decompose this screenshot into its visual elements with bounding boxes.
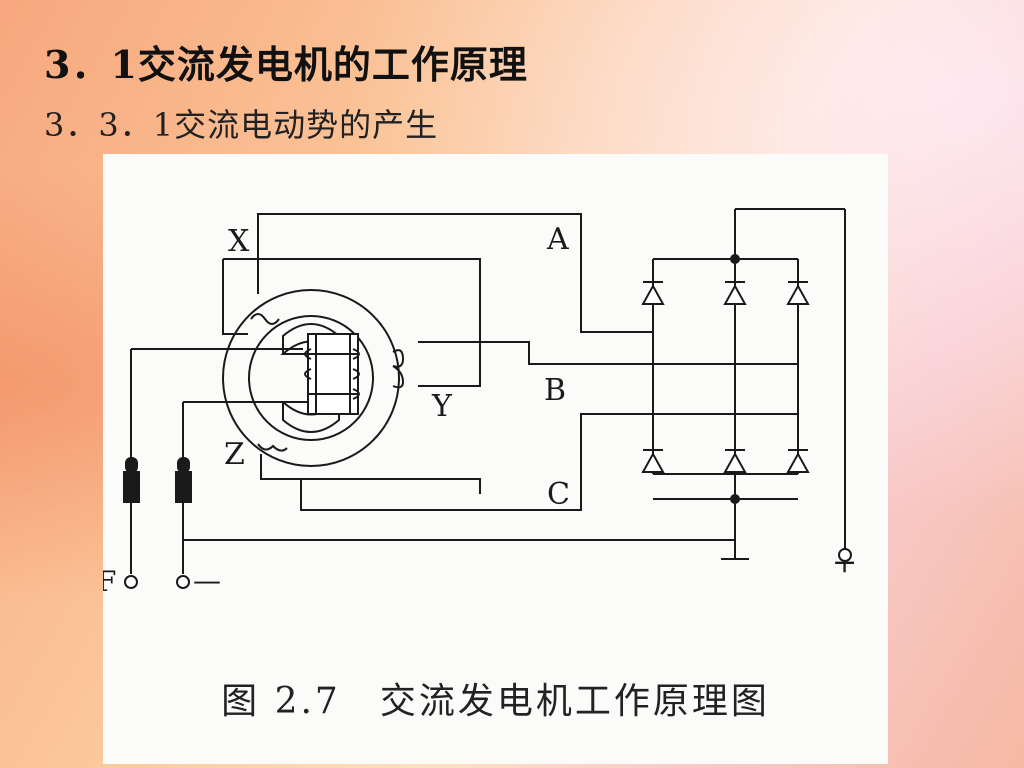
label-y: Y <box>431 389 453 424</box>
label-x: X <box>228 224 250 259</box>
label-z: Z <box>224 437 245 472</box>
rectifier-bridge <box>641 208 852 562</box>
label-b: B <box>544 373 566 408</box>
brushes <box>123 349 735 589</box>
slide-subtitle: 3．3．1交流电动势的产生 <box>44 106 439 144</box>
label-a: A <box>546 222 569 257</box>
label-f: F <box>103 565 116 598</box>
figure-caption: 图 2.7 交流发电机工作原理图 <box>221 681 770 722</box>
rotor <box>280 323 360 433</box>
circuit-figure: X A B Y Z C F — + <box>103 154 888 764</box>
label-c: C <box>547 477 570 512</box>
slide-title: 3．1交流发电机的工作原理 <box>44 42 528 87</box>
label-minus: — <box>193 564 221 597</box>
stator-ring <box>222 289 400 467</box>
winding-wires <box>131 213 653 511</box>
stator-coils <box>250 313 405 452</box>
circuit-diagram: X A B Y Z C F — + <box>103 208 857 598</box>
